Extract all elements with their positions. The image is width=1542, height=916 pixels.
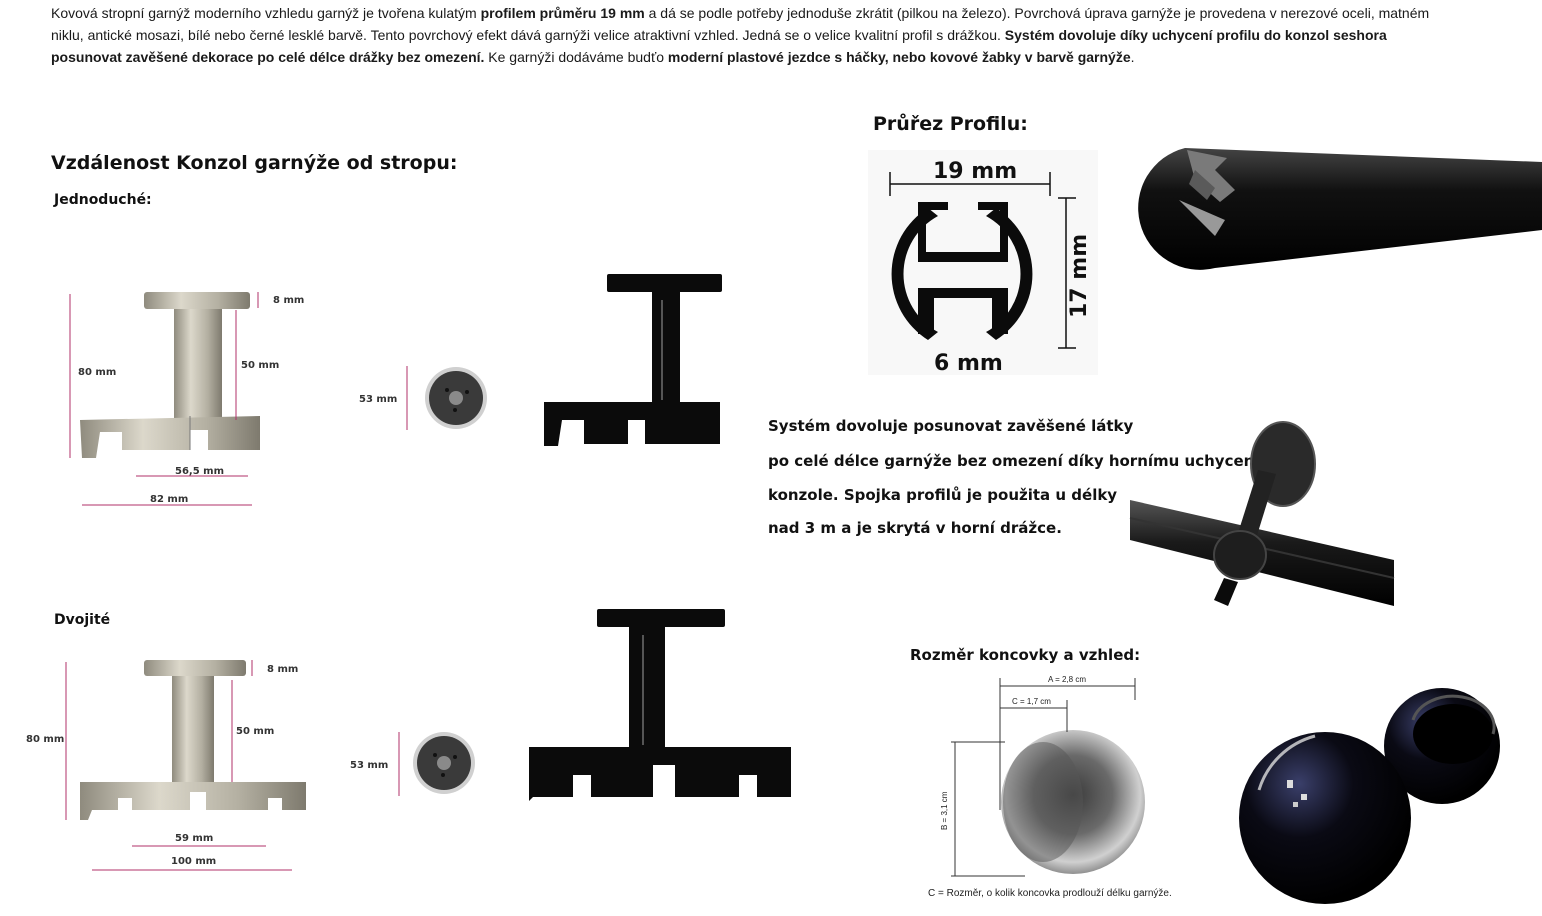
profile-title: Průřez Profilu: [873,113,1028,135]
double-plate-label: 8 mm [267,664,298,675]
black-rail-image [1138,148,1542,270]
intro-paragraph: Kovová stropní garnýž moderního vzhledu … [51,2,1451,68]
profile-slot-label: 6 mm [934,351,1003,376]
double-bracket-black-image [529,609,791,801]
endcap-title: Rozměr koncovky a vzhled: [910,646,1141,664]
double-stem-label: 50 mm [236,726,274,737]
double-disc-diagram: 53 mm [350,732,475,796]
single-stem-label: 50 mm [241,360,279,371]
profile-cross-section-diagram: 19 mm 6 mm 17 mm [868,150,1098,376]
endcap-b-label: B = 3,1 cm [940,791,949,830]
intro-text-4: . [1130,49,1135,65]
intro-bold-profile: profilem průměru 19 mm [480,5,645,21]
single-inner-label: 56,5 mm [175,466,224,477]
system-line-4: nad 3 m a je skrytá v horní drážce. [768,519,1062,537]
endcap-dimension-diagram: A = 2,8 cm C = 1,7 cm B = 3,1 cm C = Roz… [928,675,1172,899]
single-label: Jednoduché: [54,192,152,208]
intro-text-1: Kovová stropní garnýž moderního vzhledu … [51,5,481,21]
single-disc-label: 53 mm [359,394,397,405]
profile-width-label: 19 mm [933,159,1017,184]
endcap-c-label: C = 1,7 cm [1012,697,1051,706]
intro-bold-sliders: moderní plastové jezdce s háčky, nebo ko… [667,49,1131,65]
double-disc-label: 53 mm [350,760,388,771]
double-bracket-nickel-diagram: 80 mm 8 mm 50 mm 59 mm 100 mm [26,660,306,871]
single-bracket-black-image [544,274,722,446]
single-bracket-nickel-diagram: 80 mm 8 mm 50 mm 56,5 mm 82 mm [69,292,304,506]
single-width-label: 82 mm [150,494,188,505]
intro-text-3: Ke garnýži dodáváme budťo [484,49,668,65]
double-height-label: 80 mm [26,734,64,745]
bracket-on-rail-image [1129,421,1395,606]
double-label: Dvojité [54,612,111,628]
profile-height-label: 17 mm [1067,234,1092,318]
intro-text-2: a dá se podle potřeby jednoduše zkrátit … [51,5,1430,43]
system-line-2: po celé délce garnýže bez omezení díky h… [768,452,1260,470]
single-plate-label: 8 mm [273,295,304,306]
endcap-a-label: A = 2,8 cm [1048,675,1086,684]
system-line-3: konzole. Spojka profilů je použita u dél… [768,486,1118,504]
black-ball-endcaps-image [1239,688,1500,904]
single-height-label: 80 mm [78,367,116,378]
double-width-label: 100 mm [171,856,216,867]
distance-title: Vzdálenost Konzol garnýže od stropu: [51,152,458,174]
endcap-caption: C = Rozměr, o kolik koncovka prodlouží d… [928,888,1172,899]
system-line-1: Systém dovoluje posunovat zavěšené látky [768,417,1134,435]
intro-bold-system: Systém dovoluje díky uchycení profilu do… [51,27,1387,65]
single-disc-diagram: 53 mm [359,366,487,430]
double-inner-label: 59 mm [175,833,213,844]
